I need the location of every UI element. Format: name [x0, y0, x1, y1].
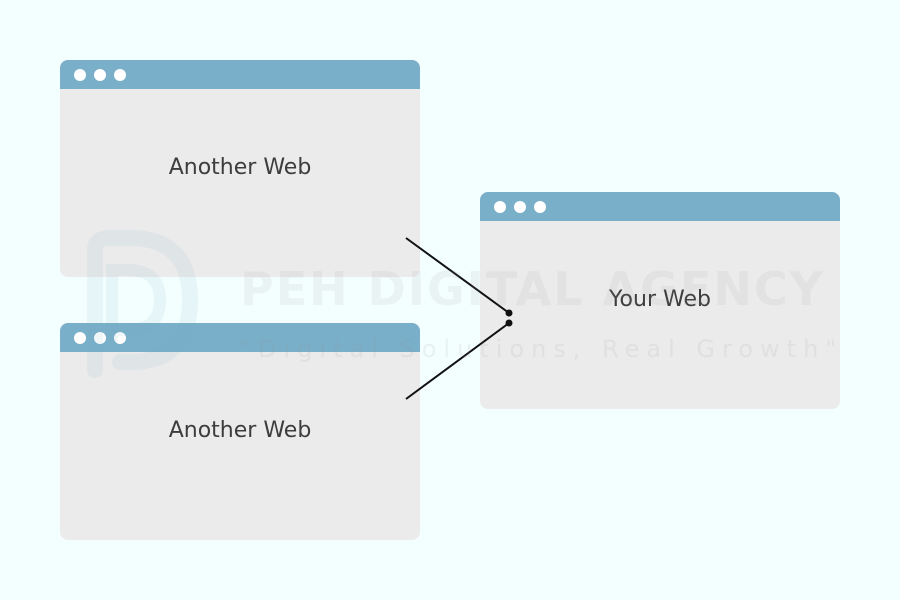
window-title-bar [480, 192, 840, 221]
window-label: Your Web [609, 287, 711, 312]
browser-window-your-web: Your Web [480, 192, 840, 409]
window-label: Another Web [168, 418, 312, 443]
connector-line-bottom [405, 322, 510, 400]
window-title-bar [60, 323, 420, 352]
window-dot-icon [514, 201, 526, 213]
connector-dot-icon [505, 319, 513, 327]
window-dot-icon [74, 69, 86, 81]
window-title-bar [60, 60, 420, 89]
window-dot-icon [94, 332, 106, 344]
connector-dot-icon [505, 309, 513, 317]
window-dot-icon [494, 201, 506, 213]
window-dot-icon [114, 332, 126, 344]
window-dot-icon [114, 69, 126, 81]
window-dot-icon [94, 69, 106, 81]
window-dot-icon [74, 332, 86, 344]
browser-window-another-web-bottom: Another Web [60, 323, 420, 540]
window-label: Another Web [168, 155, 312, 180]
window-dot-icon [534, 201, 546, 213]
browser-window-another-web-top: Another Web [60, 60, 420, 277]
connector-line-top [405, 237, 510, 314]
